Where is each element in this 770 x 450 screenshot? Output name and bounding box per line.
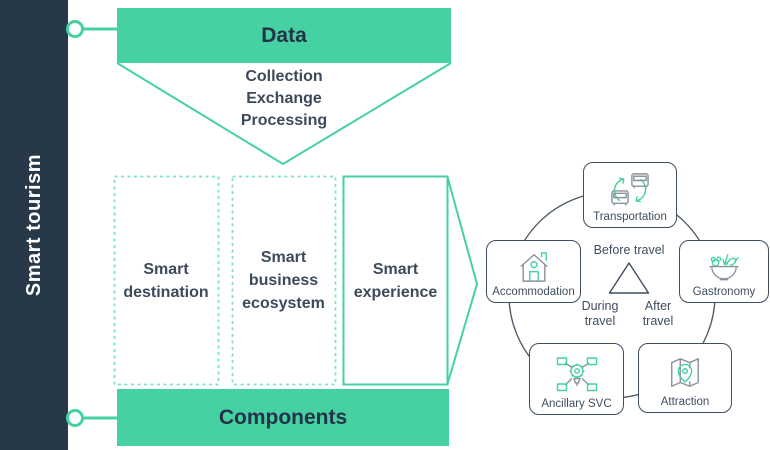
data-band-label: Data — [261, 23, 307, 47]
data-process-steps: Collection Exchange Processing — [117, 66, 451, 132]
cycle-node-accommodation: Accommodation — [486, 240, 581, 303]
cycle-node-ancillary-svc: Ancillary SVC — [529, 343, 624, 415]
cycle-node-transportation: Transportation — [583, 162, 677, 228]
salad-bowl-icon — [704, 247, 744, 287]
arrow-to-cycle — [446, 176, 478, 385]
diagram-title: Smart tourism — [22, 153, 45, 297]
component-label: Smart business ecosystem — [242, 249, 325, 312]
data-band: Data — [117, 8, 451, 63]
top-connector-dot — [66, 20, 84, 38]
component-label: Smart experience — [353, 260, 438, 301]
sidebar: Smart tourism — [0, 0, 68, 450]
phase-after-travel: After travel — [642, 298, 674, 328]
cycle-node-label: Transportation — [593, 210, 667, 223]
map-pin-icon — [664, 350, 706, 397]
connected-gear-icon — [555, 350, 599, 399]
component-smart-business-ecosystem: Smart business ecosystem — [232, 176, 335, 385]
component-label: Smart destination — [123, 260, 209, 301]
cycle-node-label: Gastronomy — [692, 285, 756, 298]
bottom-connector-dot — [66, 409, 84, 427]
buses-swap-icon — [607, 169, 653, 212]
phase-during-travel: During travel — [581, 298, 619, 328]
cycle-node-attraction: Attraction — [638, 343, 732, 413]
process-step-processing: Processing — [240, 112, 328, 129]
process-step-collection: Collection — [245, 68, 323, 85]
process-step-exchange: Exchange — [246, 90, 322, 107]
phase-row: During travel After travel — [575, 299, 683, 329]
cycle-node-label: Accommodation — [492, 285, 575, 298]
cycle-node-label: Attraction — [660, 395, 710, 408]
component-smart-experience: Smart experience — [343, 176, 448, 385]
component-smart-destination: Smart destination — [114, 176, 218, 385]
cycle-node-gastronomy: Gastronomy — [679, 240, 769, 303]
house-icon — [514, 247, 554, 287]
components-band: Components — [117, 389, 449, 446]
phase-triangle-icon — [608, 261, 650, 294]
components-band-label: Components — [218, 405, 348, 429]
phase-before-travel: Before travel — [593, 243, 665, 257]
travel-phases: Before travel During travel After travel — [570, 244, 688, 329]
cycle-node-label: Ancillary SVC — [541, 397, 612, 410]
